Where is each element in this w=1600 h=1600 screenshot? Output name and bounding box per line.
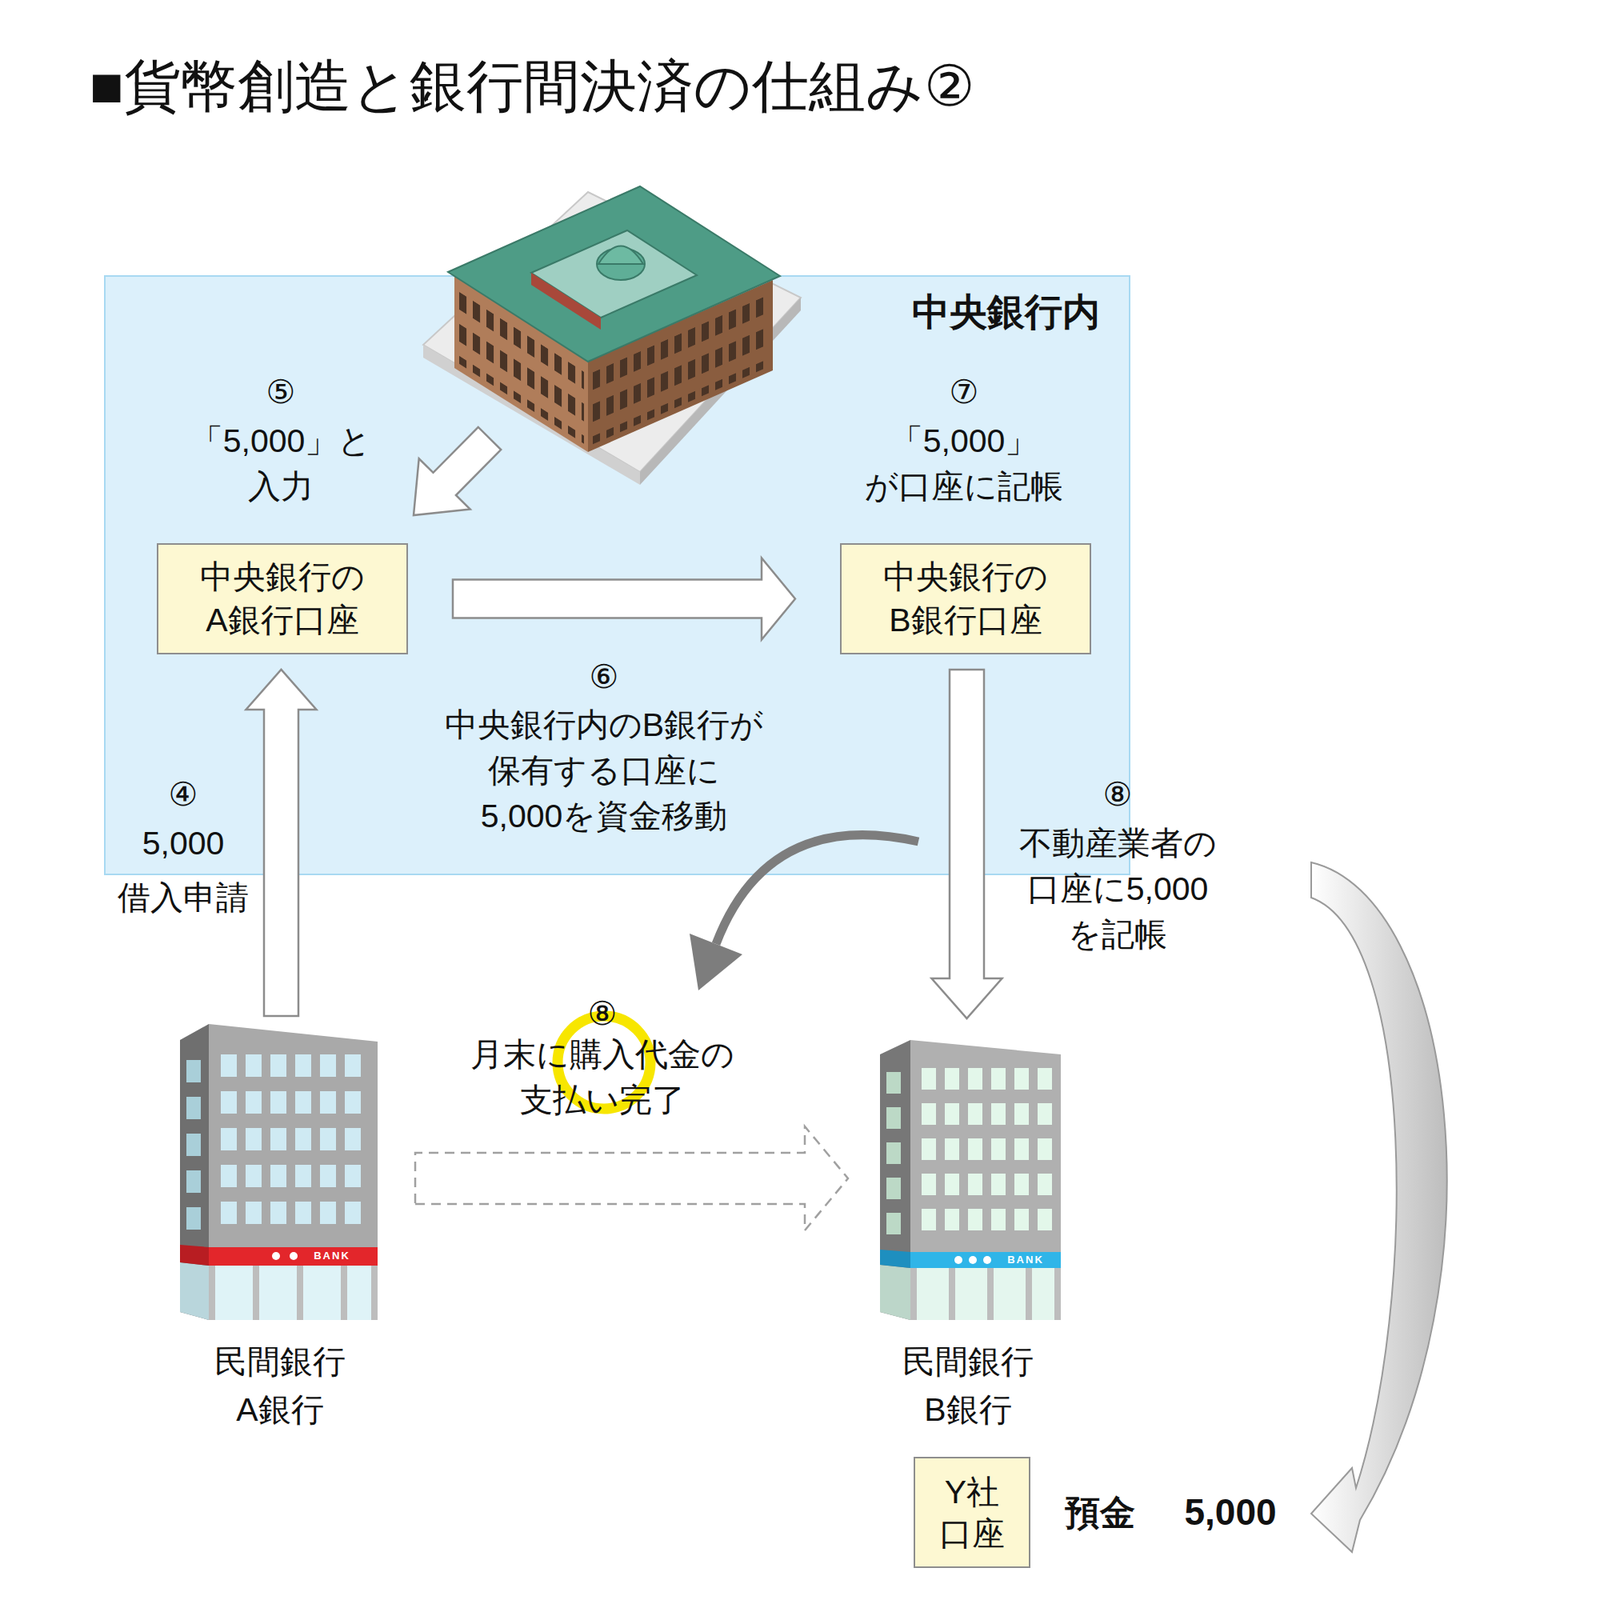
booking-arrow	[932, 669, 1003, 1019]
account-text: 中央銀行の A銀行口座	[158, 556, 407, 642]
building-front	[208, 1024, 378, 1320]
building-front	[910, 1040, 1061, 1320]
account-text: 中央銀行の B銀行口座	[841, 556, 1090, 642]
curved-arrow-head	[689, 933, 743, 991]
ground-floor	[208, 1265, 378, 1320]
sign-dot	[968, 1256, 977, 1264]
pillar	[371, 1265, 378, 1320]
bank-sign-text: BANK	[313, 1249, 351, 1263]
callout-number: ④	[168, 772, 199, 818]
pillar	[1025, 1268, 1032, 1320]
deposit-label: 預金	[1064, 1489, 1136, 1536]
step-note: 「5,000」と 入力	[174, 418, 388, 510]
sign-dot	[983, 1256, 992, 1264]
bank-building	[180, 1024, 378, 1320]
step-note: 不動産業者の 口座に5,000 を記帳	[1003, 820, 1233, 958]
region-title: 中央銀行内	[912, 288, 1100, 336]
sign-dot	[272, 1252, 280, 1260]
settlement-arrow	[415, 1126, 848, 1231]
dome	[598, 246, 644, 265]
pillar	[1054, 1268, 1061, 1320]
building-windows	[220, 1054, 370, 1239]
pillar	[340, 1265, 348, 1320]
borrow-arrow	[246, 669, 317, 1016]
ground-floor	[180, 1262, 209, 1320]
pillar	[948, 1268, 956, 1320]
bank-sign	[880, 1249, 911, 1268]
step-note: 「5,000」 が口座に記帳	[840, 418, 1088, 510]
deposit-arrow	[1311, 862, 1448, 1552]
account-box: 中央銀行の B銀行口座	[840, 543, 1092, 655]
building-windows	[186, 1060, 204, 1240]
building-windows	[921, 1068, 1058, 1244]
bank-node: 民間銀行 B銀行	[852, 1032, 1084, 1432]
sign-dot	[289, 1252, 298, 1260]
deposit-amount: 5,000	[1184, 1489, 1276, 1536]
callout-number: ⑧	[588, 991, 618, 1037]
pillar	[296, 1265, 304, 1320]
pillar	[910, 1268, 917, 1320]
building-side	[180, 1024, 209, 1320]
pillar	[252, 1265, 260, 1320]
bank-sign	[910, 1252, 1061, 1268]
bank-sign-text: BANK	[1007, 1253, 1044, 1267]
account-box: Y社 口座	[913, 1456, 1031, 1568]
bank-building	[880, 1040, 1061, 1320]
bank-sign	[180, 1244, 209, 1266]
callout-number: ⑦	[949, 369, 980, 416]
step-note: 月末に購入代金の 支払い完了	[455, 1032, 751, 1124]
bank-sign	[208, 1247, 378, 1266]
account-box: 中央銀行の A銀行口座	[156, 543, 408, 655]
ground-floor	[880, 1264, 911, 1320]
callout-number: ⑤	[266, 369, 296, 416]
callout-number: ⑧	[1103, 772, 1133, 818]
ground-floor	[910, 1268, 1061, 1320]
bank-name: 民間銀行 B銀行	[886, 1337, 1051, 1434]
bank-node: 民間銀行 A銀行	[160, 1016, 400, 1432]
account-text: Y社 口座	[915, 1471, 1029, 1555]
sign-dot	[954, 1256, 963, 1264]
pillar	[208, 1265, 216, 1320]
diagram-title: ■貨幣創造と銀行間決済の仕組み②	[89, 52, 976, 120]
pillar	[987, 1268, 994, 1320]
step-note: 5,000 借入申請	[101, 816, 266, 925]
callout-number: ⑥	[589, 654, 620, 700]
transfer-arrow	[452, 558, 796, 640]
step-note: 中央銀行内のB銀行が 保有する口座に 5,000を資金移動	[424, 702, 785, 840]
building-side	[880, 1040, 911, 1320]
building-windows	[886, 1072, 904, 1244]
bank-name: 民間銀行 A銀行	[198, 1337, 363, 1434]
